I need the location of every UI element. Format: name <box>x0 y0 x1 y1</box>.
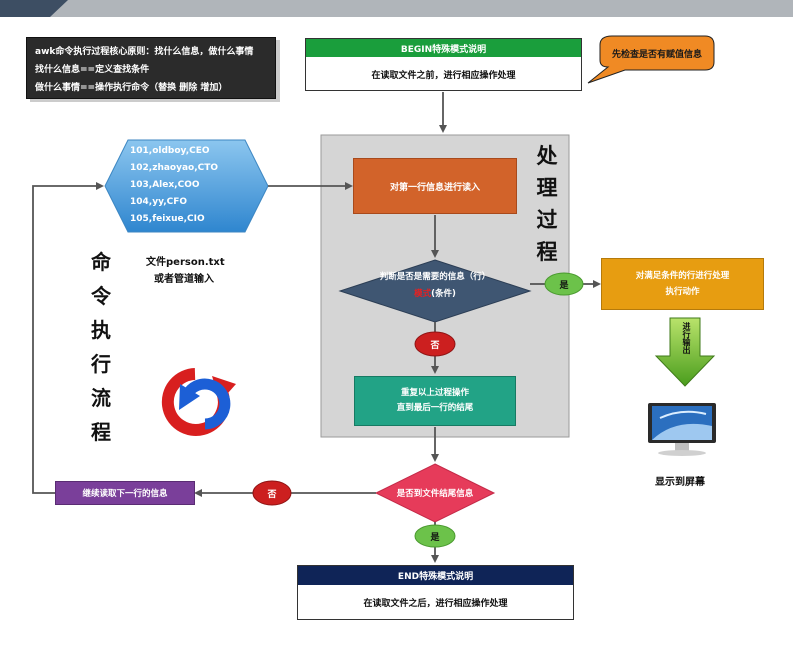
principle-line-2: 找什么信息==定义查找条件 <box>35 65 150 75</box>
flow-title-char: 程 <box>91 420 111 444</box>
input-records: 101,oldboy,CEO 102,zhaoyao,CTO 103,Alex,… <box>130 143 250 228</box>
process-title-vertical: 处 理 过 程 <box>532 140 562 268</box>
record-2: 102,zhaoyao,CTO <box>130 163 219 173</box>
yes-label-bottom: 是 <box>430 532 440 543</box>
flow-title-vertical: 命 令 执 行 流 程 <box>86 245 116 449</box>
record-3: 103,Alex,COO <box>130 180 200 190</box>
action-line-2: 执行动作 <box>665 287 700 297</box>
begin-desc: 在读取文件之前，进行相应操作处理 <box>371 70 516 81</box>
record-5: 105,feixue,CIO <box>130 214 205 224</box>
no-label-end: 否 <box>267 489 277 500</box>
flow-title-char: 执 <box>91 318 111 342</box>
output-arrow-label: 进行输出 <box>682 322 691 354</box>
begin-title: BEGIN特殊模式说明 <box>306 39 581 57</box>
refresh-cycle-icon <box>161 368 236 436</box>
input-caption-1: 文件person.txt <box>146 257 225 268</box>
read-first-line-box: 对第一行信息进行读入 <box>353 158 517 214</box>
process-title-char: 理 <box>536 176 558 200</box>
process-title-char: 程 <box>536 240 558 264</box>
hint-bubble <box>587 35 715 84</box>
judge-pattern-highlight: 模式 <box>414 289 432 299</box>
monitor-icon <box>648 403 716 456</box>
flow-title-char: 行 <box>91 352 111 376</box>
no-ellipse-judge <box>414 331 456 357</box>
principle-line-1: awk命令执行过程核心原则：找什么信息，做什么事情 <box>35 47 254 57</box>
no-ellipse-end <box>252 480 292 506</box>
input-caption-2: 或者管道输入 <box>154 274 214 285</box>
input-hexagon <box>104 139 269 233</box>
process-title-char: 过 <box>536 208 558 232</box>
end-title: END特殊模式说明 <box>298 566 573 585</box>
hint-bubble-text: 先检查是否有赋值信息 <box>611 49 702 60</box>
flow-title-char: 命 <box>91 250 111 274</box>
flow-title-char: 令 <box>91 284 111 308</box>
record-4: 104,yy,CFO <box>130 197 188 207</box>
principle-line-3: 做什么事情==操作执行命令（替换 删除 增加） <box>35 83 228 93</box>
connectors <box>32 92 601 563</box>
repeat-line-1: 重复以上过程操作 <box>400 388 469 398</box>
judge-text-line-1: 判断是否是需要的信息（行） <box>379 272 491 282</box>
begin-box: BEGIN特殊模式说明 在读取文件之前，进行相应操作处理 <box>305 38 582 91</box>
judge-condition: (条件) <box>431 289 456 299</box>
repeat-box: 重复以上过程操作 直到最后一行的结尾 <box>354 376 516 426</box>
action-line-1: 对满足条件的行进行处理 <box>635 271 730 281</box>
no-label-judge: 否 <box>430 340 440 351</box>
principle-box: awk命令执行过程核心原则：找什么信息，做什么事情 找什么信息==定义查找条件 … <box>26 37 276 99</box>
output-arrow-icon <box>654 317 716 387</box>
record-1: 101,oldboy,CEO <box>130 146 210 156</box>
end-check-text: 是否到文件结尾信息 <box>396 489 474 499</box>
process-title-char: 处 <box>536 144 558 168</box>
repeat-line-2: 直到最后一行的结尾 <box>396 403 474 413</box>
display-caption: 显示到屏幕 <box>655 477 705 488</box>
judge-text: 判断是否是需要的信息（行） 模式(条件) <box>345 270 525 301</box>
flow-title-char: 流 <box>91 386 111 410</box>
yes-ellipse-right <box>544 272 584 296</box>
end-desc: 在读取文件之后，进行相应操作处理 <box>363 599 508 609</box>
yes-ellipse-bottom <box>414 524 456 548</box>
slide-header-bar <box>0 0 793 17</box>
yes-label-right: 是 <box>559 280 569 291</box>
action-box: 对满足条件的行进行处理 执行动作 <box>601 258 764 310</box>
end-box: END特殊模式说明 在读取文件之后，进行相应操作处理 <box>297 565 574 620</box>
judge-text-line-2: 模式(条件) <box>345 284 525 301</box>
continue-read-box: 继续读取下一行的信息 <box>55 481 195 505</box>
